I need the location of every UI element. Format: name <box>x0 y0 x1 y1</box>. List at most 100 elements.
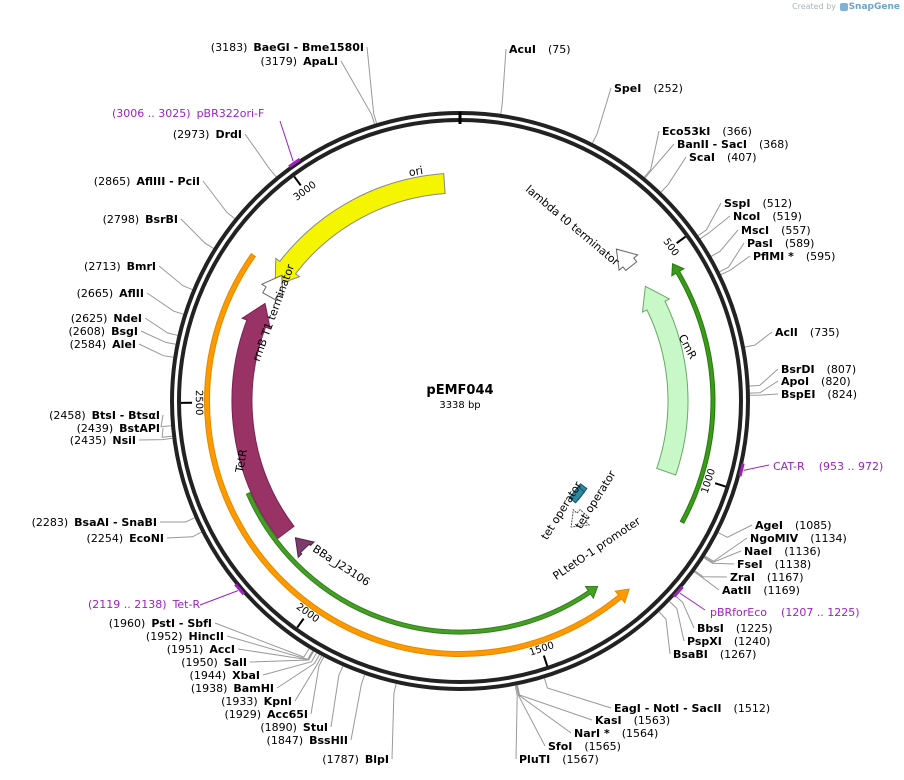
site-pos-scai: (407) <box>727 151 757 164</box>
site-label-bsabi: BsaBI(1267) <box>673 648 756 661</box>
site-name-stui: StuI <box>303 721 328 734</box>
site-label-bsshii: (1847) BssHII <box>267 734 348 747</box>
site-name-xbai: XbaI <box>232 669 260 682</box>
primer-mark-2 <box>672 585 684 598</box>
site-pos-bsrbi: (2798) <box>103 213 140 226</box>
site-leader-kasi <box>517 685 593 721</box>
site-label-btsi: (2458)BtsI - BtsαI <box>49 409 160 422</box>
site-label-kasi: KasI(1563) <box>595 714 670 727</box>
tetr-label: TetR <box>233 448 250 475</box>
primer-label-2: pBRforEco(1207 .. 1225) <box>710 606 860 619</box>
site-leader-bbsi <box>674 595 695 629</box>
site-name-psti: PstI - SbfI <box>151 617 212 630</box>
tick-mark-2000 <box>296 618 305 629</box>
site-pos-spei: (252) <box>653 82 683 95</box>
site-leader-scai <box>660 156 687 193</box>
lambda-label: lambda t0 terminator <box>523 183 622 269</box>
site-leader-bspei <box>749 393 779 396</box>
site-name-agei: AgeI <box>755 519 783 532</box>
site-leader-afliii <box>202 180 235 219</box>
orf-tetr-outer <box>203 252 630 657</box>
site-pos-kasi: (1563) <box>634 714 671 727</box>
site-pos-baegi: (3183) <box>211 41 248 54</box>
site-pos-ncoi: (519) <box>772 210 802 223</box>
site-pos-bsaai: (2283) <box>32 516 69 529</box>
site-pos-bspei: (824) <box>827 388 857 401</box>
site-leader-econi <box>166 531 202 539</box>
orf-tetr-inner <box>245 491 599 635</box>
site-leader-bsgi <box>140 330 176 345</box>
primer-range-0: (3006 .. 3025) <box>112 107 191 120</box>
site-name-ndei: NdeI <box>113 312 142 325</box>
site-leader-aatii <box>694 571 720 591</box>
primer-name-3: Tet-R <box>172 598 201 611</box>
site-name-naei: NaeI <box>744 545 772 558</box>
site-leader-sspi <box>697 202 722 237</box>
site-name-bstapi: BstAPI <box>119 422 160 435</box>
site-label-pluti: PluTI(1567) <box>519 753 599 766</box>
site-label-pspxi: PspXI(1240) <box>687 635 770 648</box>
site-pos-naei: (1136) <box>784 545 821 558</box>
site-label-scai: ScaI(407) <box>689 151 757 164</box>
site-pos-bstapi: (2439) <box>77 422 114 435</box>
site-label-blpi: (1787)BlpI <box>322 753 389 766</box>
site-name-bbsi: BbsI <box>697 622 724 635</box>
site-label-acci: (1951)AccI <box>167 643 235 656</box>
pltet-label: PLtetO-1 promoter <box>551 514 644 582</box>
site-leader-btsi <box>160 414 172 428</box>
site-leader-hincii <box>226 635 314 660</box>
site-leader-banii <box>644 143 675 179</box>
site-pos-bamhi: (1938) <box>191 682 228 695</box>
tick-mark-1000 <box>714 482 726 488</box>
tick-label-2500: 2500 <box>193 390 204 416</box>
site-name-pflmi: PflMI * <box>753 250 794 263</box>
site-leader-msci <box>711 229 739 257</box>
site-leader-ngomiv <box>704 537 748 562</box>
site-pos-sspi: (512) <box>762 197 792 210</box>
site-name-fsei: FseI <box>737 558 763 571</box>
primer-mark-3 <box>234 583 245 596</box>
site-name-bsabi: BsaBI <box>673 648 708 661</box>
site-leader-eco53ki <box>644 130 660 178</box>
site-label-ndei: (2625)NdeI <box>71 312 142 325</box>
site-pos-pluti: (1567) <box>562 753 599 766</box>
rrnb-terminator-arrow <box>260 274 283 301</box>
site-label-pflmi: PflMI * (595) <box>753 250 835 263</box>
site-name-bmri: BmrI <box>127 260 156 273</box>
site-pos-banii: (368) <box>759 138 789 151</box>
site-label-bsaai: (2283)BsaAI - SnaBI <box>32 516 157 529</box>
primer-name-0: pBR322ori-F <box>197 107 265 120</box>
site-pos-sfoi: (1565) <box>584 740 621 753</box>
primer-leader-1 <box>743 464 770 471</box>
primer-leader-3 <box>199 590 239 606</box>
primer-label-0: (3006 .. 3025) pBR322ori-F <box>112 107 264 120</box>
site-leader-bamhi <box>276 654 320 689</box>
site-leader-bsshii <box>350 674 366 741</box>
site-label-sfoi: SfoI (1565) <box>548 740 621 753</box>
tick-mark-500 <box>676 235 687 244</box>
site-pos-acci: (1951) <box>167 643 204 656</box>
site-pos-bsshii: (1847) <box>267 734 304 747</box>
primer-label-3: (2119 .. 2138)Tet-R <box>88 598 200 611</box>
tick-label-3000: 3000 <box>292 179 319 203</box>
site-pos-agei: (1085) <box>795 519 832 532</box>
primer-name-2: pBRforEco <box>710 606 767 619</box>
site-name-acc65i: Acc65I <box>267 708 308 721</box>
site-leader-ndei <box>144 317 178 336</box>
site-name-sfoi: SfoI <box>548 740 572 753</box>
site-leader-drdi <box>244 133 277 178</box>
site-leader-bstapi <box>161 427 173 438</box>
site-name-msci: MscI <box>741 224 769 237</box>
site-name-btsi: BtsI - BtsαI <box>92 409 160 422</box>
tet-operator-label-1: tet operator <box>539 479 585 542</box>
site-pos-fsei: (1138) <box>775 558 812 571</box>
site-label-nsii: (2435)NsiI <box>70 434 136 447</box>
site-name-bsshii: BssHII <box>309 734 348 747</box>
site-pos-pflmi: (595) <box>806 250 836 263</box>
site-label-stui: (1890)StuI <box>260 721 328 734</box>
site-label-kpni: (1933)KpnI <box>221 695 292 708</box>
bba-promoter-arrow <box>294 537 316 559</box>
site-leader-apali <box>340 60 375 125</box>
site-label-eco53ki: Eco53kI(366) <box>662 125 752 138</box>
